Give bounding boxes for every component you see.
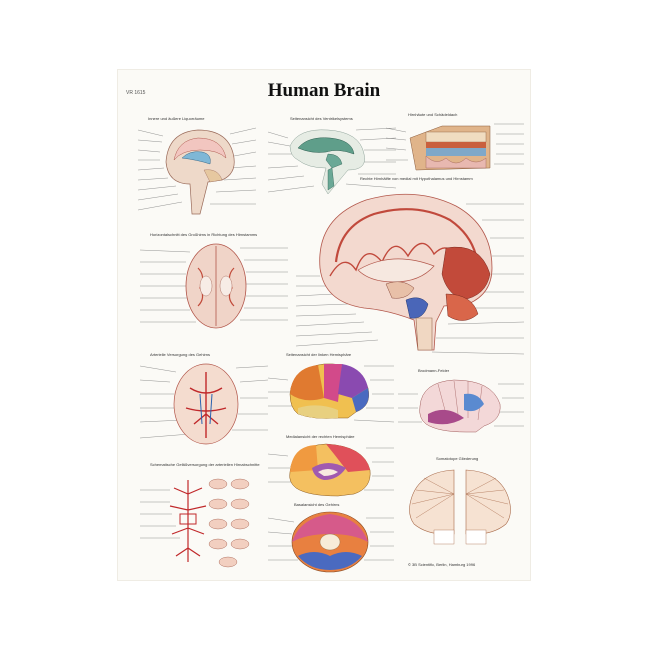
panel-label-vascular-schematic: Schematische Gefäßversorgung der arterie… xyxy=(150,462,260,467)
somatotopic-illustration xyxy=(409,469,511,545)
panel-label-arteries: Arterielle Versorgung des Gehirns xyxy=(150,352,211,357)
panel-label-lateral-left: Seitenansicht der linken Hemisphäre xyxy=(286,352,352,357)
panel-label-horizontal-section: Horizontalschnitt des Großhirns in Richt… xyxy=(150,232,258,237)
panel-label-csf: Innere und äußere Liquorräume xyxy=(148,116,205,121)
panel-label-somatotopic: Somatotope Gliederung xyxy=(436,456,479,461)
poster-title: Human Brain xyxy=(267,80,381,101)
brodmann-illustration xyxy=(398,379,524,433)
panel-label-medial-large: Rechte Hirnhälfte von medial mit Hypotha… xyxy=(360,176,473,181)
lateral-left-illustration xyxy=(267,363,395,423)
panel-label-meninges: Hirnhäute und Schädeldach xyxy=(408,112,458,117)
panel-label-brodmann: Brodmann-Felder xyxy=(418,368,450,373)
panel-label-medial-right: Medialansicht der rechten Hemisphäre xyxy=(286,434,355,439)
medial-brain-illustration xyxy=(295,193,525,355)
panel-label-ventricles: Seitenansicht des Ventrikelsystems xyxy=(290,116,353,121)
horizontal-section-illustration xyxy=(139,243,288,329)
arteries-illustration xyxy=(139,363,269,445)
publisher-credit: © 3B Scientific, Berlin, Hamburg 1996 xyxy=(408,562,476,567)
basal-view-illustration xyxy=(267,511,394,573)
anatomy-poster: VR 1615 Human Brain Innere und äußere Li… xyxy=(118,70,530,580)
panel-label-basal: Basalansicht des Gehirns xyxy=(294,502,340,507)
vascular-schematic-illustration xyxy=(140,478,250,568)
poster-code: VR 1615 xyxy=(126,90,146,96)
medial-right-illustration xyxy=(267,443,394,497)
csf-illustration xyxy=(137,127,257,215)
meninges-illustration xyxy=(385,123,524,171)
